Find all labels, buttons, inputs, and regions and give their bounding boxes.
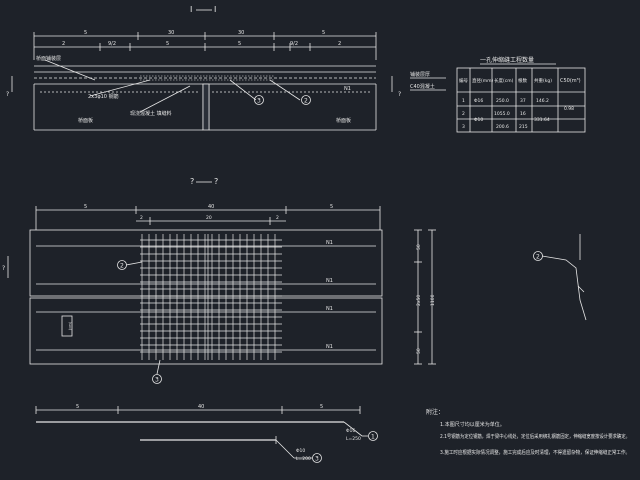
plan-dim-1: 5 xyxy=(84,204,87,210)
r3c0: 3 xyxy=(462,124,465,130)
label-deck-layer: 桥面铺装层 xyxy=(36,55,61,62)
bar2-detail: 2 xyxy=(533,234,587,321)
callout-1-bottom-text: 1 xyxy=(371,434,375,441)
r2c5: 0.98 xyxy=(564,106,574,112)
callout-3-top xyxy=(254,95,264,105)
r2c3: 16 xyxy=(520,111,526,117)
section-title-top-a: I xyxy=(190,5,192,14)
bot-dim-3: 5 xyxy=(320,404,323,410)
edge-mark-right: ? xyxy=(398,91,401,98)
side-note-2: C40混凝土 xyxy=(410,83,435,90)
bar1-label: Φ16 xyxy=(346,428,355,434)
quantity-table: 一孔伸缩缝工程数量 编号 直径(mm) 长度(cm) 根数 共重(kg) C50… xyxy=(456,56,586,133)
label-bars: 2x3φ10 钢筋 xyxy=(88,93,119,100)
callout-3-bottom xyxy=(312,453,322,463)
n1-label-2: N1 xyxy=(326,278,333,284)
plan-dim-3: 5 xyxy=(330,204,333,210)
bar-details-bottom: 5 40 5 Φ16 L=250 1 Φ10 L=200 3 xyxy=(35,404,378,463)
dim-top-1: 5 xyxy=(84,30,87,36)
r1c1: Φ16 xyxy=(474,98,483,104)
plan-rtotal: 1100 xyxy=(430,294,436,306)
dim-sub-3: 5 xyxy=(166,41,169,47)
dim-sub-5: 9/2 xyxy=(290,41,298,47)
callout-2-top xyxy=(301,95,311,105)
callout-3-plan-text: 3 xyxy=(155,377,159,384)
plan-rdim-1: 50 xyxy=(416,244,422,250)
dim-top-4: 5 xyxy=(322,30,325,36)
dim-sub-6: 2 xyxy=(338,41,341,47)
callout-1-bottom xyxy=(368,431,378,441)
section-title-top-b: I xyxy=(214,5,216,14)
callout-2-top-text: 2 xyxy=(304,98,308,105)
notes-title: 附注： xyxy=(426,408,444,416)
r3c3: 215 xyxy=(519,124,528,130)
th-3: 根数 xyxy=(518,77,527,84)
r2c0: 2 xyxy=(462,111,465,117)
plan-unit-label: (cm) xyxy=(68,321,72,330)
edge-mark-left: ? xyxy=(6,91,9,98)
side-note-1: 铺装层厚 xyxy=(410,71,430,78)
r2c4: 331.64 xyxy=(534,117,550,123)
bar3-len: L=200 xyxy=(296,456,311,462)
callout-3-top-text: 3 xyxy=(257,98,261,105)
notes-block: 附注： 1.本图尺寸均以厘米为单位。 2.1号钢筋为定位钢筋，焊于梁中心线处，定… xyxy=(426,408,630,456)
dim-sub-4: 5 xyxy=(238,41,241,47)
deck-rebar-dots xyxy=(140,75,274,81)
label-right-slab: 桥面板 xyxy=(336,117,351,124)
note-2: 2.1号钢筋为定位钢筋，焊于梁中心线处，定位后采用绑扎钢筋固定，伸缩缝宽度按设计… xyxy=(440,433,630,440)
bot-dim-2: 40 xyxy=(198,404,204,410)
th-1: 直径(mm) xyxy=(472,77,494,84)
plan-subdim-2: 20 xyxy=(206,215,212,221)
r1c0: 1 xyxy=(462,98,465,104)
th-5: C50(m³) xyxy=(560,78,581,84)
top-section-view: I I 5 30 30 5 2 9/2 5 5 9/2 2 xyxy=(6,5,446,131)
bar3-label: Φ10 xyxy=(296,448,305,454)
r1c3: 37 xyxy=(520,98,526,104)
note-3: 3.施工时应根据实际情况调整，施工完成后应及时清理，不得遗留杂物，保证伸缩缝正常… xyxy=(440,449,630,456)
plan-view: ? ? 5 40 5 2 20 2 N1 N1 N1 N1 (cm) xyxy=(2,177,436,384)
plan-rdim-2: 2x50 xyxy=(416,295,422,306)
section-title-mid-a: ? xyxy=(190,177,194,186)
callout-2-plan-text: 2 xyxy=(120,263,124,270)
label-n1-top: N1 xyxy=(344,86,351,92)
dim-top-3: 30 xyxy=(238,30,244,36)
r3c2: 200.6 xyxy=(496,124,509,130)
r1c2: 250.0 xyxy=(496,98,509,104)
callout-3-plan xyxy=(152,374,162,384)
n1-label-3: N1 xyxy=(326,306,333,312)
table-title: 一孔伸缩缝工程数量 xyxy=(480,56,534,64)
r2c1: Φ10 xyxy=(474,117,483,123)
r1c4: 146.2 xyxy=(536,98,549,104)
rebar-mesh xyxy=(140,234,282,360)
plan-subdim-3: 2 xyxy=(276,215,279,221)
callout-2-detail-text: 2 xyxy=(536,254,540,261)
bot-dim-1: 5 xyxy=(76,404,79,410)
label-left-slab: 桥面板 xyxy=(78,117,93,124)
label-fill: 现浇混凝土 填缝料 xyxy=(130,110,172,117)
r2c2: 1055.0 xyxy=(494,111,510,117)
dim-top-2: 30 xyxy=(168,30,174,36)
th-2: 长度(cm) xyxy=(494,77,514,84)
bar1-len: L=250 xyxy=(346,436,361,442)
th-4: 共重(kg) xyxy=(534,77,552,84)
th-0: 编号 xyxy=(459,77,468,84)
edge-mark-mid-left: ? xyxy=(2,265,5,272)
dim-sub-2: 9/2 xyxy=(108,41,116,47)
n1-label-4: N1 xyxy=(326,344,333,350)
note-1: 1.本图尺寸均以厘米为单位。 xyxy=(440,421,505,428)
plan-rdim-3: 50 xyxy=(416,348,422,354)
callout-3-bottom-text: 3 xyxy=(315,456,319,463)
n1-label-1: N1 xyxy=(326,240,333,246)
plan-dim-2: 40 xyxy=(208,204,214,210)
section-title-mid-b: ? xyxy=(214,177,218,186)
dim-sub-1: 2 xyxy=(62,41,65,47)
plan-subdim-1: 2 xyxy=(140,215,143,221)
